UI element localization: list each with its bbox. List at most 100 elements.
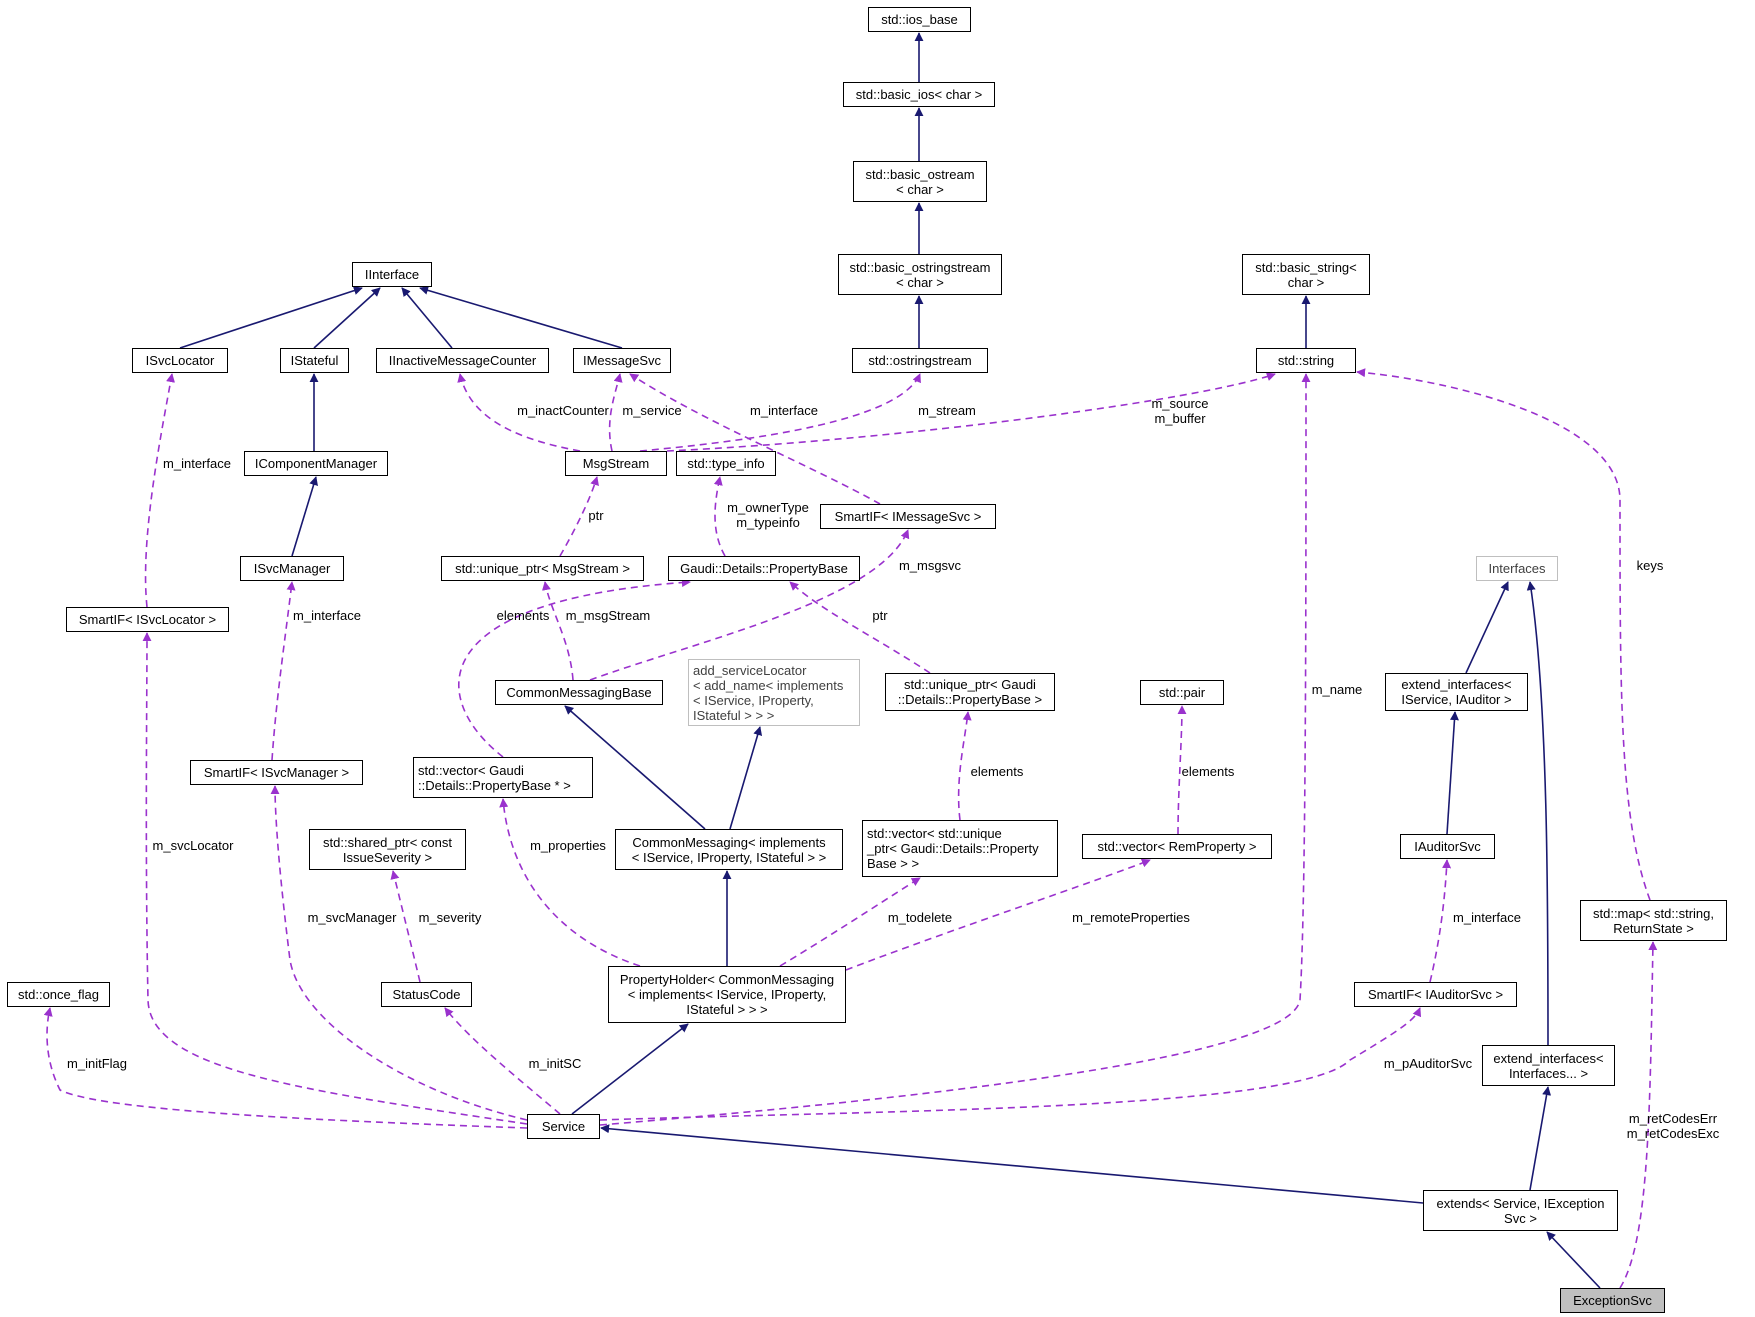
node-basic-ostream[interactable]: std::basic_ostream < char > bbox=[853, 161, 987, 202]
edge-isvclocator-iinterface bbox=[179, 286, 363, 349]
edge-service-std-string bbox=[599, 373, 1311, 1126]
edge-label-m-svcmanager: m_svcManager bbox=[308, 910, 398, 925]
edge-label-m-remoteproperties: m_remoteProperties bbox=[1072, 910, 1190, 925]
node-unique-msgstream[interactable]: std::unique_ptr< MsgStream > bbox=[441, 556, 644, 581]
edge-label-m-inactcounter: m_inactCounter bbox=[517, 403, 609, 418]
node-shared-issueseverity[interactable]: std::shared_ptr< const IssueSeverity > bbox=[309, 829, 466, 870]
edge-label-m-interface-isvcmanager: m_interface bbox=[293, 608, 361, 623]
edge-service-smartif-iauditorsvc bbox=[599, 1007, 1422, 1121]
edge-extend-interfaces-interfaces bbox=[1526, 581, 1549, 1046]
node-imessagesvc[interactable]: IMessageSvc bbox=[573, 348, 671, 373]
edge-label-m-svclocator: m_svcLocator bbox=[153, 838, 235, 853]
node-smartif-isvclocator[interactable]: SmartIF< ISvcLocator > bbox=[66, 607, 229, 632]
edge-label-elements-vector: elements bbox=[497, 608, 550, 623]
edge-extends-service bbox=[600, 1124, 1424, 1204]
node-basic-ostringstream[interactable]: std::basic_ostringstream < char > bbox=[838, 254, 1002, 295]
edge-std-map-std-string bbox=[1356, 368, 1651, 901]
node-isvcmanager[interactable]: ISvcManager bbox=[240, 556, 344, 581]
node-exceptionsvc[interactable]: ExceptionSvc bbox=[1560, 1288, 1665, 1313]
edge-label-elements-unique: elements bbox=[971, 764, 1024, 779]
edge-istateful-iinterface bbox=[313, 287, 381, 349]
node-extends[interactable]: extends< Service, IException Svc > bbox=[1423, 1190, 1618, 1231]
node-isvclocator[interactable]: ISvcLocator bbox=[132, 348, 228, 373]
edge-exceptionsvc-std-map bbox=[1619, 941, 1658, 1289]
node-smartif-iauditorsvc[interactable]: SmartIF< IAuditorSvc > bbox=[1354, 982, 1517, 1007]
edge-label-m-msgstream: m_msgStream bbox=[566, 608, 651, 623]
node-smartif-isvcmanager[interactable]: SmartIF< ISvcManager > bbox=[190, 760, 363, 785]
node-iinactive[interactable]: IInactiveMessageCounter bbox=[376, 348, 549, 373]
edge-label-m-name: m_name bbox=[1312, 682, 1363, 697]
edge-service-smartif-isvclocator bbox=[142, 632, 528, 1125]
edge-label-m-stream: m_stream bbox=[918, 403, 976, 418]
edge-service-smartif-isvcmanager bbox=[270, 785, 528, 1121]
edge-extends-extend-interfaces bbox=[1529, 1086, 1552, 1191]
edge-smartif-imessagesvc-imessagesvc bbox=[629, 373, 881, 505]
node-extend-interfaces-auditor[interactable]: extend_interfaces< IService, IAuditor > bbox=[1385, 673, 1528, 711]
node-msgstream[interactable]: MsgStream bbox=[565, 451, 667, 476]
edge-service-once-flag bbox=[43, 1007, 528, 1129]
node-smartif-imessagesvc[interactable]: SmartIF< IMessageSvc > bbox=[820, 504, 996, 529]
edge-statuscode-shared-issueseverity bbox=[390, 870, 421, 983]
node-commonmessaging[interactable]: CommonMessaging< implements < IService, … bbox=[615, 829, 843, 870]
edge-propertyholder-vector-remproperty bbox=[845, 858, 1151, 971]
node-ostringstream[interactable]: std::ostringstream bbox=[852, 348, 988, 373]
edge-label-m-msgsvc: m_msgsvc bbox=[899, 558, 962, 573]
edge-label-ptr-propertybase: ptr bbox=[872, 608, 888, 623]
edge-label-m-initflag: m_initFlag bbox=[67, 1056, 127, 1071]
node-type-info[interactable]: std::type_info bbox=[676, 451, 776, 476]
node-iauditorsvc[interactable]: IAuditorSvc bbox=[1400, 834, 1495, 859]
edge-msgstream-imessagesvc bbox=[608, 373, 623, 452]
edge-label-m-interface-iauditorsvc: m_interface bbox=[1453, 910, 1521, 925]
edge-iauditorsvc-extend-interfaces-auditor bbox=[1446, 711, 1459, 835]
edge-label-m-severity: m_severity bbox=[419, 910, 482, 925]
edge-vector-unique-unique-propertybase bbox=[957, 711, 972, 821]
node-once-flag[interactable]: std::once_flag bbox=[7, 982, 110, 1007]
edge-exceptionsvc-extends bbox=[1546, 1231, 1601, 1289]
edge-iinactive-iinterface bbox=[401, 287, 453, 349]
node-std-pair[interactable]: std::pair bbox=[1140, 680, 1224, 705]
edge-label-elements-pair: elements bbox=[1182, 764, 1235, 779]
edge-isvcmanager-icomponentmanager bbox=[291, 476, 318, 557]
node-interfaces[interactable]: Interfaces bbox=[1476, 556, 1558, 581]
edge-commonmessagingbase-smartif-imessagesvc bbox=[589, 529, 910, 681]
node-unique-propertybase[interactable]: std::unique_ptr< Gaudi ::Details::Proper… bbox=[885, 673, 1055, 711]
edge-smartif-isvcmanager-isvcmanager bbox=[271, 581, 296, 761]
edge-commonmessaging-add-servicelocator bbox=[729, 726, 763, 830]
node-std-string[interactable]: std::string bbox=[1256, 348, 1356, 373]
node-vector-propertybase[interactable]: std::vector< Gaudi ::Details::PropertyBa… bbox=[413, 757, 593, 798]
node-ios-base[interactable]: std::ios_base bbox=[868, 7, 971, 32]
edge-commonmessaging-commonmessagingbase bbox=[564, 705, 706, 830]
edge-propertyholder-vector-unique bbox=[779, 877, 921, 967]
node-icomponentmanager[interactable]: IComponentManager bbox=[244, 451, 388, 476]
edge-commonmessagingbase-unique-msgstream bbox=[541, 581, 574, 681]
node-vector-unique[interactable]: std::vector< std::unique _ptr< Gaudi::De… bbox=[862, 820, 1058, 877]
node-add-servicelocator[interactable]: add_serviceLocator < add_name< implement… bbox=[688, 659, 860, 726]
node-extend-interfaces[interactable]: extend_interfaces< Interfaces... > bbox=[1482, 1045, 1615, 1086]
edge-unique-propertybase-propertybase bbox=[789, 581, 931, 674]
edge-label-m-todelete: m_todelete bbox=[888, 910, 952, 925]
node-basic-string[interactable]: std::basic_string< char > bbox=[1242, 254, 1370, 295]
edge-service-statuscode bbox=[444, 1007, 561, 1115]
edge-label-m-interface-isvclocator: m_interface bbox=[163, 456, 231, 471]
edge-label-m-interface-imessagesvc: m_interface bbox=[750, 403, 818, 418]
edge-propertybase-type-info bbox=[713, 476, 726, 557]
node-basic-ios[interactable]: std::basic_ios< char > bbox=[843, 82, 995, 107]
edge-service-propertyholder bbox=[571, 1023, 689, 1115]
node-std-map[interactable]: std::map< std::string, ReturnState > bbox=[1580, 900, 1727, 941]
edge-smartif-isvclocator-isvclocator bbox=[144, 373, 175, 608]
node-commonmessagingbase[interactable]: CommonMessagingBase bbox=[495, 680, 663, 705]
node-propertybase[interactable]: Gaudi::Details::PropertyBase bbox=[668, 556, 860, 581]
node-propertyholder[interactable]: PropertyHolder< CommonMessaging < implem… bbox=[608, 966, 846, 1023]
edge-extend-interfaces-auditor-interfaces bbox=[1465, 581, 1509, 674]
node-iinterface[interactable]: IInterface bbox=[352, 262, 432, 287]
node-service[interactable]: Service bbox=[527, 1114, 600, 1139]
node-istateful[interactable]: IStateful bbox=[280, 348, 349, 373]
node-statuscode[interactable]: StatusCode bbox=[381, 982, 472, 1007]
edge-label-m-initsc: m_initSC bbox=[529, 1056, 582, 1071]
edge-label-m-properties: m_properties bbox=[530, 838, 606, 853]
edge-msgstream-std-string bbox=[666, 372, 1276, 452]
edge-imessagesvc-iinterface bbox=[419, 285, 623, 349]
node-vector-remproperty[interactable]: std::vector< RemProperty > bbox=[1082, 834, 1272, 859]
